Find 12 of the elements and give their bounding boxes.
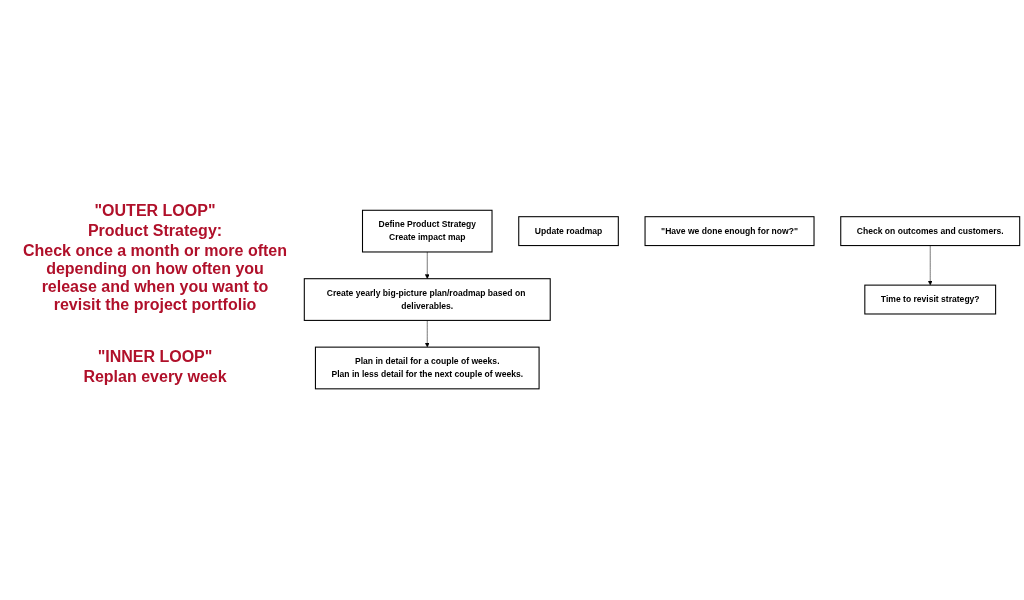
note-text: "INNER LOOP" bbox=[96, 348, 214, 366]
process-box: Create yearly big-picture plan/roadmap based on deliverables. bbox=[303, 278, 551, 322]
process-box: "Have we done enough for now?" bbox=[644, 216, 815, 247]
process-box: Define Product Strategy Create impact map bbox=[361, 210, 493, 253]
note-text: Check once a month or more often depending on how often you release and when you want to revisit the project portfolio bbox=[21, 242, 288, 314]
note-text: Product Strategy: bbox=[86, 222, 224, 240]
note-text: "OUTER LOOP" bbox=[93, 202, 217, 220]
process-box: Update roadmap bbox=[518, 216, 619, 247]
note-text: Replan every week bbox=[82, 368, 228, 386]
process-box: Check on outcomes and customers. bbox=[840, 216, 1021, 247]
process-box: Time to revisit strategy? bbox=[864, 285, 997, 315]
process-box: Plan in detail for a couple of weeks. Plan in less detail for the next couple of weeks. bbox=[314, 347, 540, 390]
